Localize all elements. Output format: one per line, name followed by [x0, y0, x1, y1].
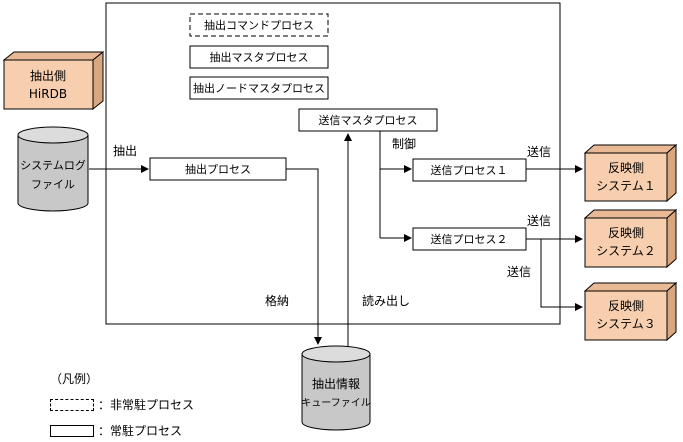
main-system-frame — [105, 2, 561, 325]
target-2-label-2: システム２ — [596, 244, 656, 258]
extract-command-process: 抽出コマンドプロセス — [189, 13, 329, 37]
target-system-2: 反映側 システム２ — [583, 208, 678, 269]
label-extract: 抽出 — [113, 144, 137, 158]
legend-solid-swatch — [50, 424, 94, 437]
send-process-1-label: 送信プロセス１ — [431, 163, 508, 177]
target-system-1: 反映側 システム１ — [583, 143, 678, 203]
label-control: 制御 — [392, 136, 416, 151]
extract-master-label: 抽出マスタプロセス — [210, 50, 309, 64]
legend-non-resident-label: ：非常駐プロセス — [98, 398, 195, 412]
label-send-2: 送信 — [527, 213, 551, 228]
send-master-process: 送信マスタプロセス — [298, 108, 438, 132]
extract-command-label: 抽出コマンドプロセス — [204, 18, 314, 32]
target-3-label-1: 反映側 — [608, 299, 644, 313]
system-log-label-1: システムログ — [20, 158, 86, 172]
target-2-label-1: 反映側 — [608, 226, 644, 240]
extract-node-master-label: 抽出ノードマスタプロセス — [193, 81, 325, 95]
extract-node-master-process: 抽出ノードマスタプロセス — [189, 76, 329, 100]
system-log-label-2: ファイル — [31, 178, 75, 191]
system-log-file-cylinder: システムログ ファイル — [17, 126, 89, 212]
hirdb-box: 抽出側 HiRDB — [2, 50, 105, 111]
extract-process-label: 抽出プロセス — [185, 162, 251, 176]
label-store: 格納 — [265, 293, 289, 308]
label-read: 読み出し — [362, 293, 410, 308]
arrow-extract-to-queue — [286, 168, 322, 345]
send-process-2-label: 送信プロセス２ — [431, 232, 508, 246]
send-master-label: 送信マスタプロセス — [319, 113, 418, 127]
label-send-1: 送信 — [527, 144, 551, 159]
legend-non-resident: ：非常駐プロセス — [50, 396, 194, 413]
target-1-label-2: システム１ — [596, 179, 656, 193]
hirdb-label-1: 抽出側 — [30, 69, 66, 83]
legend-dashed-swatch — [50, 398, 94, 411]
target-1-label-1: 反映側 — [608, 161, 644, 175]
hirdb-label-2: HiRDB — [29, 87, 67, 101]
extract-master-process: 抽出マスタプロセス — [189, 45, 329, 69]
target-system-3: 反映側 システム３ — [583, 281, 678, 342]
queue-file-cylinder: 抽出情報 キューファイル — [301, 345, 371, 431]
queue-file-label-1: 抽出情報 — [312, 377, 360, 391]
arrow-send-2-to-system-3 — [540, 239, 583, 311]
connectors — [89, 131, 583, 346]
legend-title: （凡例） — [50, 372, 99, 386]
legend-resident: ：常駐プロセス — [50, 422, 182, 439]
target-3-label-2: システム３ — [596, 317, 656, 331]
send-process-1: 送信プロセス１ — [412, 158, 527, 182]
queue-file-label-2: キューファイル — [301, 398, 370, 409]
extract-process: 抽出プロセス — [149, 157, 287, 181]
legend-resident-label: ：常駐プロセス — [98, 424, 183, 438]
label-send-3: 送信 — [507, 264, 531, 279]
send-process-2: 送信プロセス２ — [412, 227, 527, 251]
